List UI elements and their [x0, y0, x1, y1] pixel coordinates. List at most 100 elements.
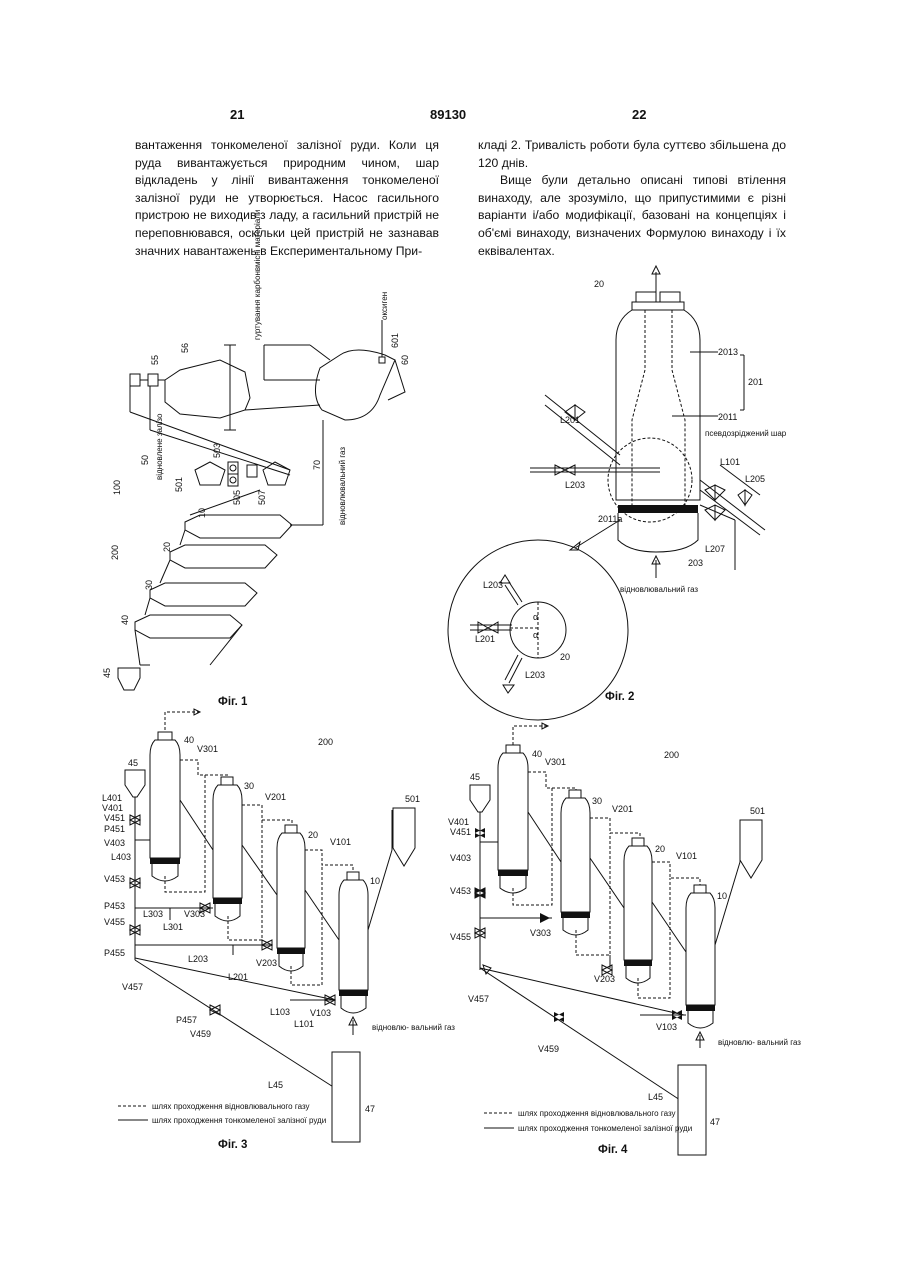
- label-V103: V103: [656, 1022, 677, 1032]
- label-30: 30: [144, 580, 154, 590]
- label-L301: L301: [163, 922, 183, 932]
- label-200: 200: [318, 737, 333, 747]
- label-carbon-materials: гуртування карбонвмісні матеріали: [253, 210, 262, 340]
- separator-56: [165, 360, 250, 418]
- bin-501: [393, 808, 415, 866]
- label-alpha-2: α: [533, 630, 538, 640]
- label-40: 40: [184, 735, 194, 745]
- label-40: 40: [532, 749, 542, 759]
- tank-47: [678, 1065, 706, 1155]
- figure-4: шлях проходження відновлювального газу ш…: [448, 723, 801, 1156]
- hopper-45: [470, 785, 490, 812]
- figure-3: шлях проходження відновлювального газу ш…: [102, 709, 455, 1151]
- label-V403: V403: [104, 838, 125, 848]
- label-2011a: 2011a: [598, 514, 622, 524]
- label-30: 30: [592, 796, 602, 806]
- figure-1-caption: Фіг. 1: [218, 696, 248, 708]
- label-200: 200: [664, 750, 679, 760]
- reactor-20: [170, 545, 277, 568]
- tank-47: [332, 1052, 360, 1142]
- label-V459: V459: [538, 1044, 559, 1054]
- label-reducing-gas: відновлювальний газ: [620, 585, 698, 594]
- label-55: 55: [150, 355, 160, 365]
- figure-4-caption: Фіг. 4: [598, 1144, 628, 1156]
- label-501: 501: [405, 794, 420, 804]
- label-V451: V451: [104, 813, 125, 823]
- label-20: 20: [308, 830, 318, 840]
- label-L45: L45: [648, 1092, 663, 1102]
- label-40: 40: [120, 615, 130, 625]
- label-L201: L201: [228, 972, 248, 982]
- label-V451: V451: [450, 827, 471, 837]
- label-V301: V301: [545, 757, 566, 767]
- label-20: 20: [655, 844, 665, 854]
- label-V103: V103: [310, 1008, 331, 1018]
- label-V459: V459: [190, 1029, 211, 1039]
- label-V457: V457: [122, 982, 143, 992]
- legend-gas-path: шлях проходження відновлювального газу: [152, 1102, 310, 1111]
- label-56: 56: [180, 343, 190, 353]
- label-L207: L207: [705, 544, 725, 554]
- figure-1: 100 200 10 20 30 40 45 50 55 56 60 601 7…: [102, 210, 410, 708]
- label-501: 501: [750, 806, 765, 816]
- label-201: 201: [748, 377, 763, 387]
- label-503: 503: [212, 443, 222, 458]
- reactor-30: [213, 785, 242, 898]
- label-100: 100: [112, 480, 122, 495]
- label-V303: V303: [530, 928, 551, 938]
- figure-2: 20 2013 201 2011 псевдозріджений шар 201…: [448, 266, 787, 720]
- label-2011: 2011: [718, 412, 737, 422]
- label-V201: V201: [612, 804, 633, 814]
- label-47: 47: [365, 1104, 375, 1114]
- label-203: 203: [688, 558, 703, 568]
- reactor-40: [498, 753, 528, 870]
- label-V203: V203: [594, 974, 615, 984]
- label-V303: V303: [184, 909, 205, 919]
- label-L201: L201: [560, 415, 580, 425]
- label-L45: L45: [268, 1080, 283, 1090]
- label-50: 50: [140, 455, 150, 465]
- label-L303: L303: [143, 909, 163, 919]
- label-L203: L203: [565, 480, 585, 490]
- label-V455: V455: [104, 917, 125, 927]
- label-L403: L403: [111, 852, 131, 862]
- label-fluidized-bed: псевдозріджений шар: [705, 429, 787, 438]
- label-L101: L101: [294, 1019, 314, 1029]
- label-45: 45: [470, 772, 480, 782]
- label-V301: V301: [197, 744, 218, 754]
- label-oxygen: оксиген: [380, 292, 389, 320]
- label-V401: V401: [448, 817, 469, 827]
- label-reducing-gas: відновлювальний газ: [338, 447, 347, 525]
- legend-ore-path: шлях проходження тонкомеленої залізної р…: [152, 1116, 326, 1125]
- reactor-30: [150, 583, 257, 606]
- label-30: 30: [244, 781, 254, 791]
- reactor-10: [686, 893, 715, 1005]
- label-L203-detail-top: L203: [483, 580, 503, 590]
- bin-501: [740, 820, 762, 878]
- reactor-20: [277, 833, 305, 948]
- label-V201: V201: [265, 792, 286, 802]
- label-L203-detail-bottom: L203: [525, 670, 545, 680]
- label-V453: V453: [104, 874, 125, 884]
- label-L203: L203: [188, 954, 208, 964]
- label-L101: L101: [720, 457, 740, 467]
- label-200: 200: [110, 545, 120, 560]
- reactor-10: [339, 880, 368, 990]
- label-V403: V403: [450, 853, 471, 863]
- label-alpha: α: [533, 612, 538, 622]
- figure-3-caption: Фіг. 3: [218, 1139, 247, 1151]
- label-V101: V101: [676, 851, 697, 861]
- reactor-20: [624, 846, 652, 960]
- reactor-40: [150, 740, 180, 858]
- label-2013: 2013: [718, 347, 738, 357]
- label-L401: L401: [102, 793, 122, 803]
- label-V453: V453: [450, 886, 471, 896]
- label-20: 20: [594, 279, 604, 289]
- label-L103: L103: [270, 1007, 290, 1017]
- label-P453: P453: [104, 901, 125, 911]
- label-reducing-gas: відновлю- вальний газ: [372, 1023, 455, 1032]
- label-10: 10: [370, 876, 380, 886]
- label-V203: V203: [256, 958, 277, 968]
- label-reducing-gas: відновлю- вальний газ: [718, 1038, 801, 1047]
- label-601: 601: [390, 333, 400, 348]
